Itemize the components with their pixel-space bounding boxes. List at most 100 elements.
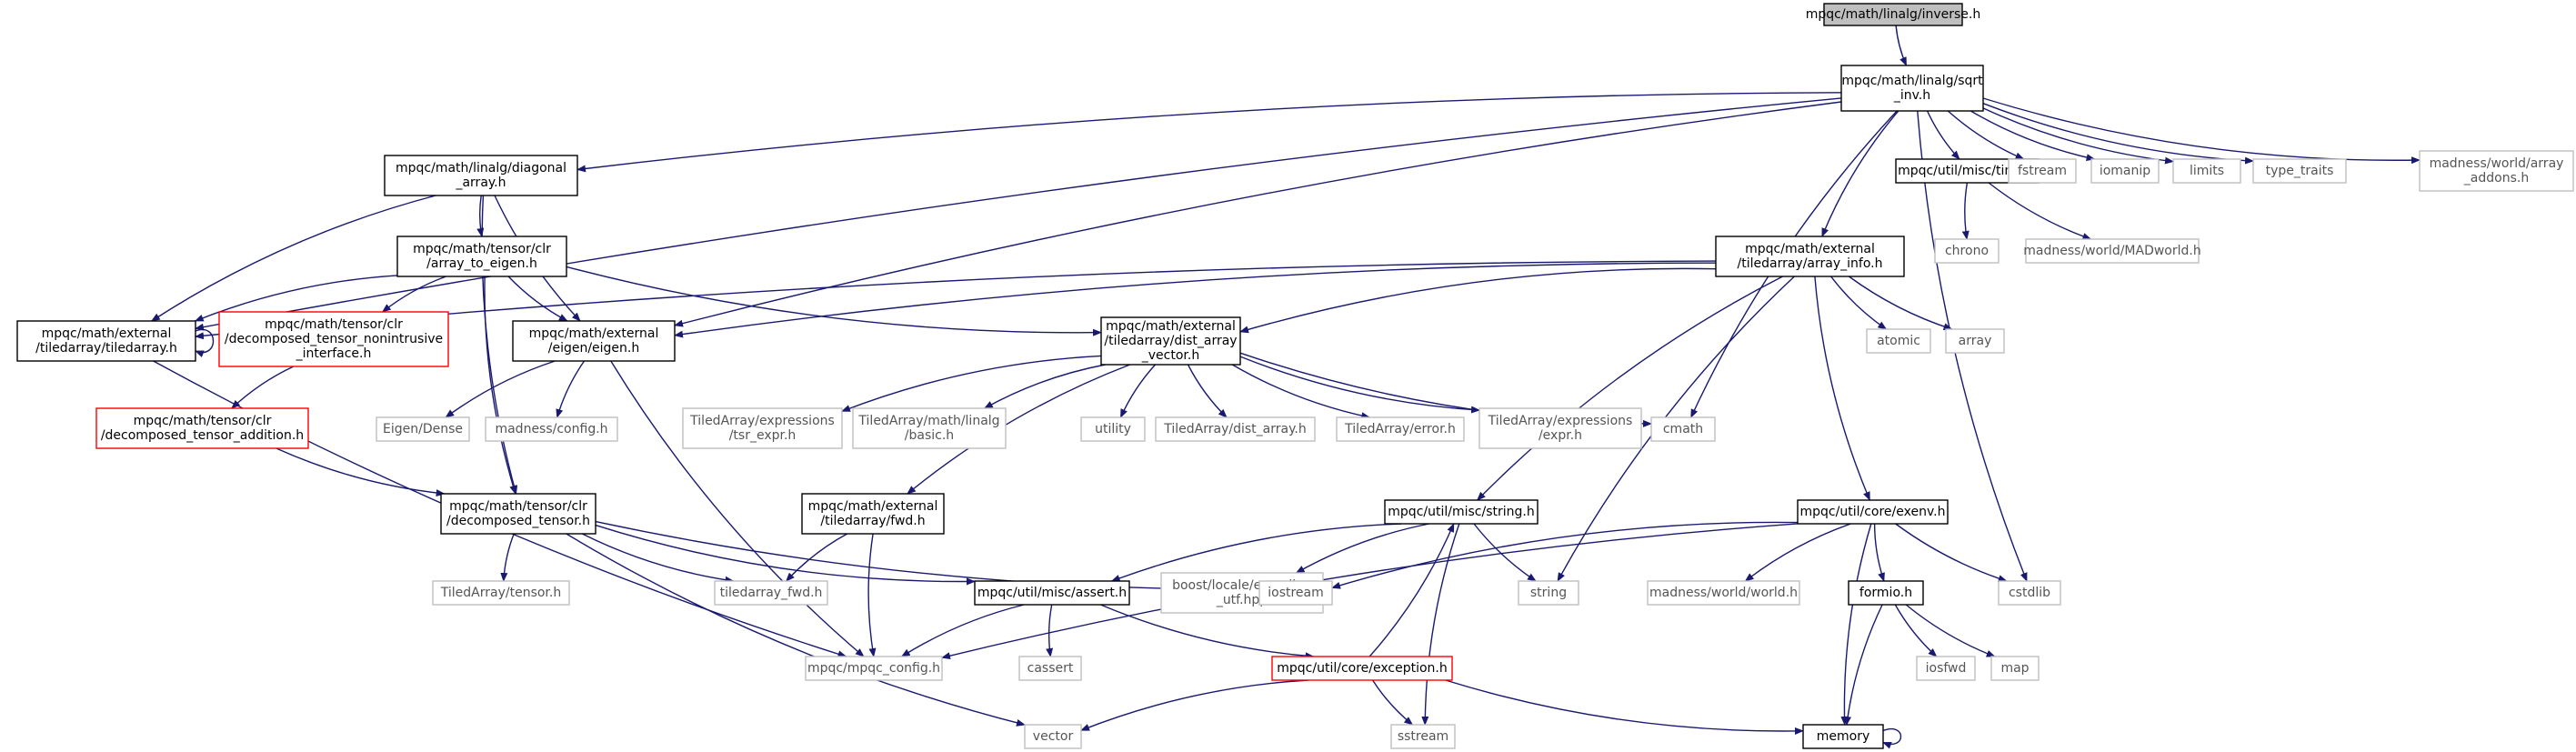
edge-assert_h-to-cassert — [1046, 604, 1054, 657]
node-label: TiledArray/expressions — [689, 414, 835, 428]
edge-dist_array_vector-to-ta_dist_array — [1187, 364, 1228, 418]
node-box — [440, 493, 596, 535]
node-label: _inv.h — [1893, 88, 1930, 103]
node-box — [1478, 407, 1642, 449]
node-label: /basic.h — [905, 428, 954, 443]
edge-string_h-to-assert_h — [1110, 523, 1402, 582]
node-label: chrono — [1945, 244, 1989, 258]
node-label: TiledArray/error.h — [1344, 422, 1456, 436]
node-array-to-eigen[interactable]: mpqc/math/tensor/clr/array_to_eigen.h — [396, 236, 567, 277]
node-nonintrusive[interactable]: mpqc/math/tensor/clr/decomposed_tensor_n… — [218, 311, 449, 367]
node-label: iomanip — [2100, 164, 2150, 178]
edge-assert_h-to-exception — [1100, 604, 1315, 660]
edge-eigen-to-mpqc_config — [610, 360, 865, 657]
node-cstdlib: cstdlib — [1998, 580, 2061, 606]
nodes-layer: mpqc/math/linalg/inverse.h mpqc/math/lina… — [16, 3, 2574, 749]
node-type-traits: type_traits — [2252, 158, 2347, 184]
node-label: TiledArray/dist_array.h — [1163, 422, 1306, 436]
node-label: /tiledarray/tiledarray.h — [35, 341, 177, 356]
node-sqrt-inv[interactable]: mpqc/math/linalg/sqrt_inv.h — [1840, 65, 1984, 112]
node-dist-array-vector[interactable]: mpqc/math/external/tiledarray/dist_array… — [1100, 316, 1241, 366]
node-box — [485, 416, 618, 442]
edges-layer — [150, 25, 2421, 749]
node-ta-basic: TiledArray/math/linalg/basic.h — [852, 407, 1007, 449]
node-label: TiledArray/math/linalg — [857, 414, 999, 428]
node-array-info[interactable]: mpqc/math/external/tiledarray/array_info… — [1715, 236, 1905, 277]
node-label: /eigen/eigen.h — [548, 341, 640, 356]
node-box — [805, 656, 943, 681]
node-exception[interactable]: mpqc/util/core/exception.h — [1271, 656, 1453, 681]
node-label: _array.h — [455, 175, 506, 190]
node-label: /array_to_eigen.h — [426, 256, 537, 271]
node-box — [1998, 580, 2061, 606]
node-string-h[interactable]: mpqc/util/misc/string.h — [1384, 499, 1539, 525]
node-ta-dist-array: TiledArray/dist_array.h — [1155, 416, 1316, 442]
node-iostream: iostream — [1258, 580, 1333, 606]
node-map: map — [1990, 656, 2040, 681]
node-mpqc-config: mpqc/mpqc_config.h — [805, 656, 943, 681]
node-box — [1518, 580, 1579, 606]
node-box — [1866, 328, 1931, 354]
node-eigen[interactable]: mpqc/math/external/eigen/eigen.h — [512, 320, 676, 362]
node-tsr-expr: TiledArray/expressions/tsr_expr.h — [682, 407, 843, 449]
node-ta-error: TiledArray/error.h — [1336, 416, 1465, 442]
node-label: mpqc/math/linalg/diagonal — [396, 161, 566, 175]
node-tiledarray-fwd: tiledarray_fwd.h — [714, 580, 828, 606]
node-box — [1934, 238, 2000, 264]
node-ta-expr: TiledArray/expressions/expr.h — [1478, 407, 1642, 449]
edge-sqrt_inv-to-array_info — [1821, 110, 1899, 237]
node-tiledarray[interactable]: mpqc/math/external/tiledarray/tiledarray… — [16, 320, 196, 362]
node-label: string — [1530, 586, 1567, 600]
node-label: cassert — [1027, 661, 1074, 676]
node-diagonal[interactable]: mpqc/math/linalg/diagonal_array.h — [384, 155, 578, 196]
node-sstream: sstream — [1390, 724, 1456, 749]
node-label: mpqc/math/tensor/clr — [265, 317, 403, 332]
node-string: string — [1518, 580, 1579, 606]
node-memory[interactable]: memory — [1802, 724, 1884, 749]
node-label: /decomposed_tensor_nonintrusive — [225, 332, 443, 346]
node-box — [1848, 580, 1924, 606]
node-label: vector — [1033, 729, 1074, 744]
node-label: tiledarray_fwd.h — [720, 586, 823, 600]
edge-array_to_eigen-to-dist_array_vector — [566, 266, 1102, 336]
node-label: _addons.h — [2463, 171, 2529, 185]
node-box — [2008, 158, 2077, 184]
node-label: /tiledarray/array_info.h — [1738, 256, 1883, 271]
edge-formio-to-iosfwd — [1894, 604, 1938, 657]
node-label: mpqc/math/external — [529, 326, 659, 341]
node-exenv[interactable]: mpqc/util/core/exenv.h — [1797, 499, 1949, 525]
edge-eigen-to-eigen_dense — [445, 360, 556, 418]
node-limits: limits — [2172, 158, 2241, 184]
node-box — [1990, 656, 2040, 681]
node-assert-h[interactable]: mpqc/util/misc/assert.h — [974, 580, 1130, 606]
edge-sqrt_inv-to-iomanip — [1970, 110, 2096, 162]
node-tensor-addition[interactable]: mpqc/math/tensor/clr/decomposed_tensor_a… — [95, 407, 309, 449]
node-box — [1080, 416, 1146, 442]
edge-diagonal-to-array_to_eigen — [476, 195, 485, 237]
edge-formio-to-memory — [1844, 604, 1883, 726]
node-iomanip: iomanip — [2090, 158, 2160, 184]
node-label: mpqc/math/linalg/inverse.h — [1806, 7, 1981, 22]
node-decomposed-tensor[interactable]: mpqc/math/tensor/clr/decomposed_tensor.h — [440, 493, 596, 535]
node-label: mpqc/math/external — [808, 499, 938, 514]
node-ta-tensor: TiledArray/tensor.h — [432, 580, 570, 606]
node-label: mpqc/math/tensor/clr — [449, 499, 587, 514]
node-box — [1155, 416, 1316, 442]
edge-sqrt_inv-to-tiledarray — [195, 97, 1842, 331]
node-vector: vector — [1024, 724, 1082, 749]
node-box — [1945, 328, 2005, 354]
node-tiledarray-fwd-h[interactable]: mpqc/math/external/tiledarray/fwd.h — [801, 493, 945, 535]
node-label: sstream — [1398, 729, 1448, 744]
node-label: mpqc/math/tensor/clr — [413, 242, 551, 256]
edge-assert_h-to-mpqc_config — [900, 604, 1025, 657]
node-box — [2025, 238, 2200, 264]
node-fstream: fstream — [2008, 158, 2077, 184]
node-label: mpqc/math/external — [1745, 242, 1875, 256]
node-formio[interactable]: formio.h — [1848, 580, 1924, 606]
edge-array_to_eigen-to-decomposed_tensor — [484, 276, 517, 495]
node-inverse[interactable]: mpqc/math/linalg/inverse.h — [1806, 3, 1981, 26]
node-box — [95, 407, 309, 449]
node-box — [2172, 158, 2241, 184]
edge-string_h-to-string — [1473, 523, 1537, 582]
node-box — [396, 236, 567, 277]
